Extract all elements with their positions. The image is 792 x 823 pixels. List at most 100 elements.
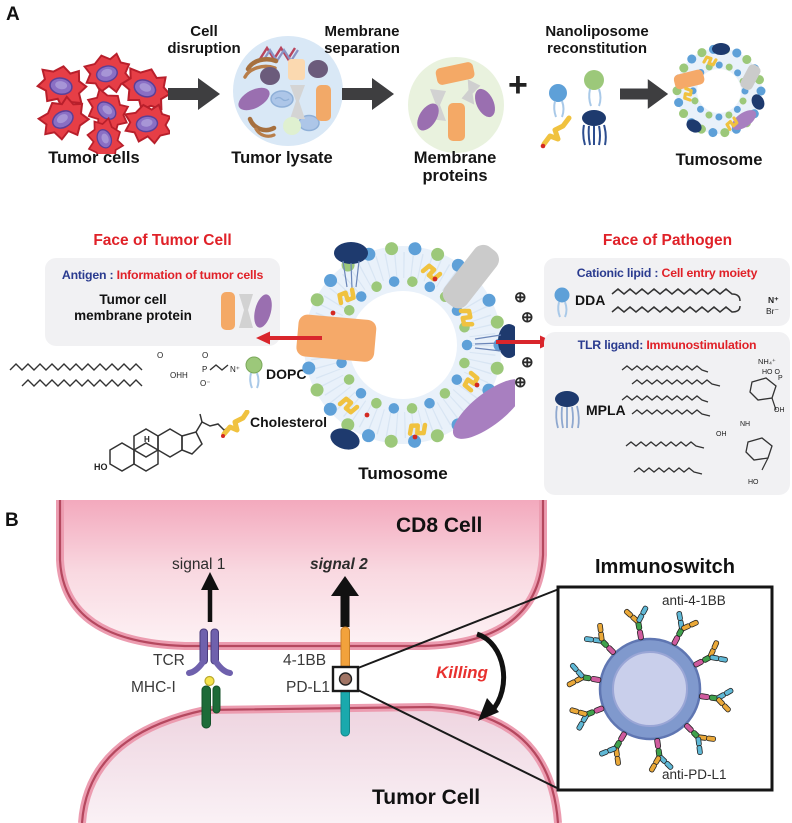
- tumor-lysate-label: Tumor lysate: [231, 149, 333, 167]
- antigen-line: Antigen : Information of tumor cells: [45, 268, 280, 282]
- dopc-atom-oh: OH: [170, 371, 182, 380]
- cholesterol-legend-icon: [221, 410, 250, 438]
- expand-line-bottom: [357, 689, 560, 790]
- dopc-atom-o1: O: [157, 351, 163, 360]
- cationic-label: Cationic lipid :: [576, 266, 659, 280]
- dopc-atom-o2: O: [202, 351, 208, 360]
- mpla-structure: NH₄⁺ HO O P OH NH OH HO: [621, 357, 785, 486]
- immunoswitch-nanoparticle: [598, 637, 702, 741]
- cholesterol-icon: [540, 115, 572, 149]
- arrow-to-tumor-face: [256, 331, 322, 345]
- dda-atom-n: N⁺: [768, 295, 779, 305]
- plus-sign: +: [508, 66, 528, 104]
- dopc-legend-icon: [245, 356, 263, 389]
- charge-symbol-1: ⊕: [514, 289, 527, 306]
- membrane-protein-caption: Tumor cell membrane protein: [53, 292, 213, 324]
- cationic-desc: Cell entry moiety: [661, 266, 758, 280]
- mpla-atom-oh1: OH: [774, 407, 785, 414]
- mpla-atom-hop: HO O: [762, 369, 780, 376]
- tumor-cells-label: Tumor cells: [48, 149, 140, 167]
- mpla-atom-oh2: OH: [716, 431, 727, 438]
- face-of-pathogen-title: Face of Pathogen: [602, 232, 733, 249]
- mpla-atom-nh4: NH₄⁺: [758, 357, 776, 366]
- membrane-proteins-text: Membrane proteins: [413, 149, 497, 185]
- membrane-proteins-illustration: [408, 57, 504, 153]
- charge-symbol-3: ⊕: [521, 354, 534, 371]
- membrane-protein-caption-l1: Tumor cell: [99, 292, 167, 307]
- killing-arrow: [476, 631, 507, 721]
- dopc-label: DOPC: [266, 366, 307, 382]
- cd8-cell-title: CD8 Cell: [396, 514, 483, 537]
- synapse-illustration: [56, 500, 774, 823]
- tumor-lysate-illustration: [233, 36, 343, 146]
- mhc1-label: MHC-I: [131, 679, 176, 696]
- peptide-dot: [204, 675, 215, 687]
- cationic-lipid-box: Cationic lipid : Cell entry moiety DDA N…: [544, 258, 790, 326]
- dda-atom-br: Br⁻: [766, 306, 780, 316]
- antigen-label: Antigen :: [61, 268, 114, 282]
- cholesterol-label: Cholesterol: [250, 414, 328, 430]
- tumor-cell-shape: [78, 702, 562, 823]
- dopc-atom-p: P: [202, 365, 207, 374]
- dda-lipid-icon: [549, 84, 567, 118]
- signal1-arrow: [201, 572, 219, 622]
- tumosome-small-label: Tumosome: [675, 151, 763, 169]
- anti-pd-l1-label: anti-PD-L1: [662, 767, 727, 782]
- step3-label: Nanoliposome reconstitution: [545, 23, 649, 57]
- membrane-proteins-label: Membrane proteins: [394, 149, 516, 186]
- chol-atom-ho: HO: [94, 462, 108, 472]
- tumosome-large-illustration: [296, 241, 515, 450]
- process-arrow-1: [168, 78, 220, 110]
- tumor-cells-illustration: [32, 48, 170, 154]
- immunoswitch-title: Immunoswitch: [594, 556, 735, 578]
- dopc-structure: O OH H O P O⁻ N⁺: [9, 351, 240, 388]
- tlr-label: TLR ligand:: [577, 338, 644, 352]
- antigen-box: Antigen : Information of tumor cells Tum…: [45, 258, 280, 346]
- tcr-receptor: [186, 628, 233, 676]
- cd8-cell-shape: [56, 500, 547, 650]
- liposome-components: [540, 70, 607, 149]
- tlr-desc: Immunostimulation: [646, 338, 757, 352]
- mpla-atom-ho: HO: [748, 479, 759, 486]
- tumor-cell-title: Tumor Cell: [372, 786, 481, 809]
- protein-icons: [221, 292, 272, 330]
- tlr-line: TLR ligand: Immunostimulation: [544, 338, 790, 352]
- cationic-line: Cationic lipid : Cell entry moiety: [544, 266, 790, 280]
- mhc1-receptor: [201, 685, 221, 729]
- signal2-arrow: [331, 576, 359, 627]
- dopc-atom-n: N⁺: [230, 365, 240, 374]
- pd-l1-label: PD-L1: [286, 679, 330, 696]
- killing-label: Killing: [436, 663, 488, 682]
- process-arrow-3: [620, 79, 669, 109]
- cholesterol-structure: HO H: [94, 413, 233, 472]
- mpla-atom-p: P: [778, 375, 783, 382]
- dopc-lipid-icon: [584, 70, 604, 107]
- mpla-label: MPLA: [586, 402, 626, 418]
- process-arrow-2: [342, 78, 394, 110]
- mpla-legend-icon: [555, 391, 580, 429]
- dda-structure: N⁺ Br⁻: [611, 288, 780, 316]
- face-of-tumor-cell-title: Face of Tumor Cell: [93, 232, 232, 249]
- mpla-atom-nh: NH: [740, 421, 750, 428]
- signal1-label: signal 1: [172, 556, 226, 573]
- tumosome-center-label: Tumosome: [358, 464, 448, 483]
- tcr-label: TCR: [153, 652, 185, 669]
- tumosome-small-illustration: [672, 43, 766, 138]
- panel-a-label: A: [6, 4, 20, 25]
- step1-label: Cell disruption: [167, 23, 241, 57]
- immunoswitch-anchor: [331, 665, 360, 693]
- dda-legend-icon: [554, 287, 570, 318]
- dopc-atom-om: O⁻: [200, 379, 210, 388]
- dda-label: DDA: [575, 292, 606, 308]
- chol-atom-h: H: [144, 435, 150, 444]
- 4-1bb-label: 4-1BB: [283, 652, 327, 669]
- mpla-icon: [582, 110, 607, 146]
- receptor-pd-l1: [340, 687, 350, 737]
- panel-b-label: B: [5, 510, 19, 531]
- signal2-label: signal 2: [310, 556, 368, 573]
- step2-label: Membrane separation: [324, 23, 400, 57]
- dopc-atom-h: H: [182, 371, 188, 380]
- charge-symbol-4: ⊕: [514, 374, 527, 391]
- antigen-desc: Information of tumor cells: [116, 268, 264, 282]
